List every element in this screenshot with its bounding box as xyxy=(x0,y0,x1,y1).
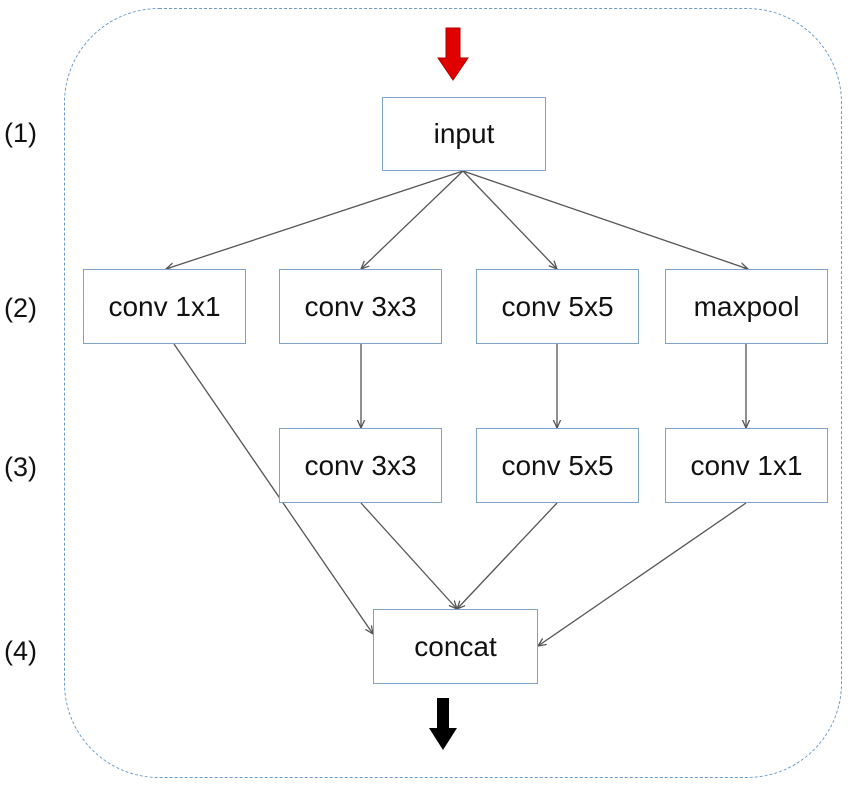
output-arrow-icon xyxy=(429,698,457,750)
edge-input-maxpool xyxy=(462,170,748,269)
edge-conv5x5-concat xyxy=(457,502,558,609)
edge-conv1x1-concat xyxy=(173,343,373,634)
edge-input-conv3x3 xyxy=(361,170,464,269)
input-arrow-icon xyxy=(437,27,469,81)
row-label-1: (1) xyxy=(4,118,37,148)
module-frame xyxy=(64,8,842,778)
edge-conv1x1b-concat xyxy=(538,502,747,646)
node-conv-5x5-second: conv 5x5 xyxy=(476,428,639,503)
row-label-2: (2) xyxy=(4,293,37,323)
node-input: input xyxy=(382,97,546,171)
node-conv-5x5: conv 5x5 xyxy=(476,269,639,344)
row-label-4: (4) xyxy=(4,636,37,666)
node-conv-3x3: conv 3x3 xyxy=(279,269,442,344)
node-concat: concat xyxy=(373,609,538,684)
row-label-3: (3) xyxy=(4,452,37,482)
node-conv-1x1-second: conv 1x1 xyxy=(665,428,828,503)
node-maxpool: maxpool xyxy=(665,269,828,344)
edge-input-conv1x1 xyxy=(166,170,464,269)
node-conv-3x3-second: conv 3x3 xyxy=(279,428,442,503)
edge-input-conv5x5 xyxy=(462,170,557,269)
node-conv-1x1: conv 1x1 xyxy=(83,269,246,344)
edge-conv3x3-concat xyxy=(360,502,457,609)
